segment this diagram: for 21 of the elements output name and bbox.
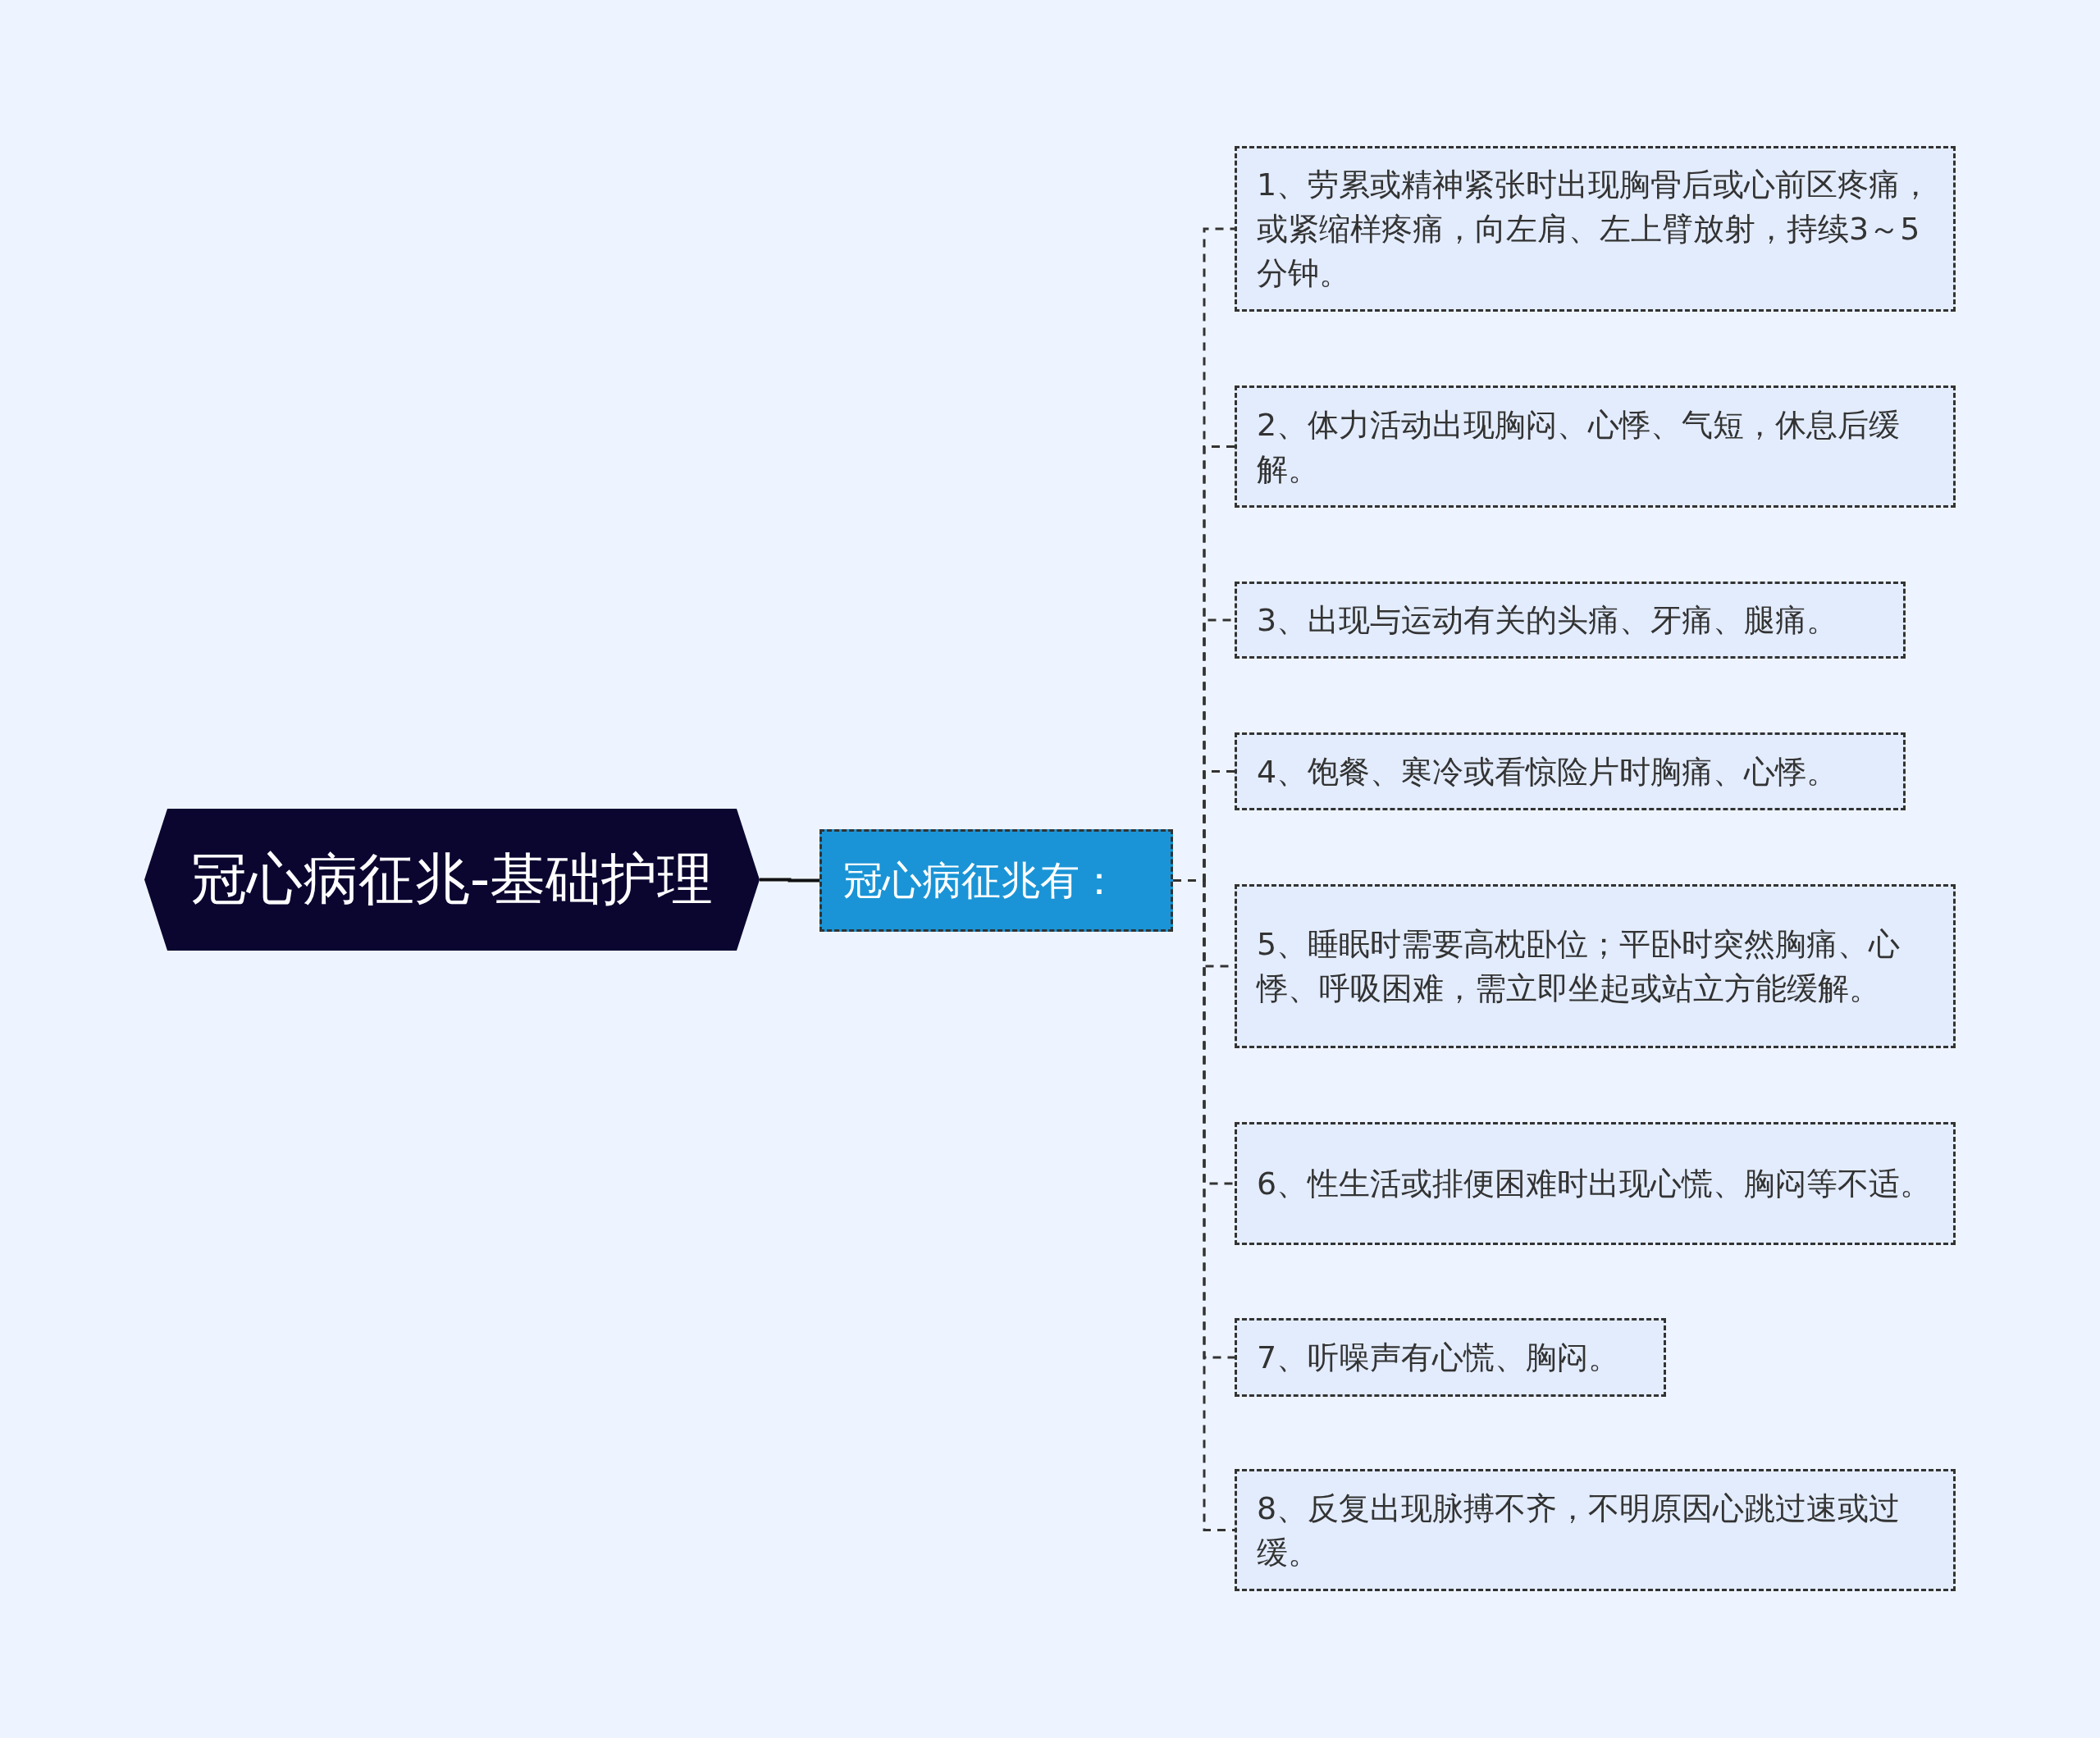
leaf-box bbox=[1235, 146, 1956, 312]
node-text: 1、劳累或精神紧张时出现胸骨后或心前区疼痛，或紧缩样疼痛，向左肩、左上臂放射，持续3～5分钟。 bbox=[1257, 166, 1933, 293]
node-text: 2、体力活动出现胸闷、心悸、气短，休息后缓解。 bbox=[1257, 405, 1901, 489]
topic-hexagon bbox=[144, 809, 760, 951]
node-text: 6、性生活或排便困难时出现心慌、胸闷等不适。 bbox=[1257, 1165, 1932, 1203]
node-text: 8、反复出现脉搏不齐，不明原因心跳过速或过缓。 bbox=[1257, 1489, 1901, 1572]
node-text: 3、出现与运动有关的头痛、牙痛、腿痛。 bbox=[1257, 601, 1838, 640]
leaf-box bbox=[1235, 1469, 1956, 1591]
node-text: 冠心病征兆有： bbox=[843, 855, 1119, 905]
leaf-box bbox=[1235, 732, 1906, 810]
leaf-box bbox=[1235, 884, 1956, 1048]
leaf-box bbox=[1235, 1122, 1956, 1245]
node-text: 5、睡眠时需要高枕卧位；平卧时突然胸痛、心悸、呼吸困难，需立即坐起或站立方能缓解。 bbox=[1257, 925, 1901, 1008]
leaf-box bbox=[1235, 385, 1956, 508]
node-text: 冠心病征兆-基础护理 bbox=[190, 846, 714, 913]
node-text: 7、听噪声有心慌、胸闷。 bbox=[1257, 1339, 1620, 1377]
leaf-box bbox=[1235, 1318, 1666, 1397]
branch-box bbox=[819, 829, 1173, 932]
connector-line bbox=[760, 878, 819, 883]
leaf-box bbox=[1235, 582, 1906, 659]
node-text: 4、饱餐、寒冷或看惊险片时胸痛、心悸。 bbox=[1257, 752, 1838, 791]
